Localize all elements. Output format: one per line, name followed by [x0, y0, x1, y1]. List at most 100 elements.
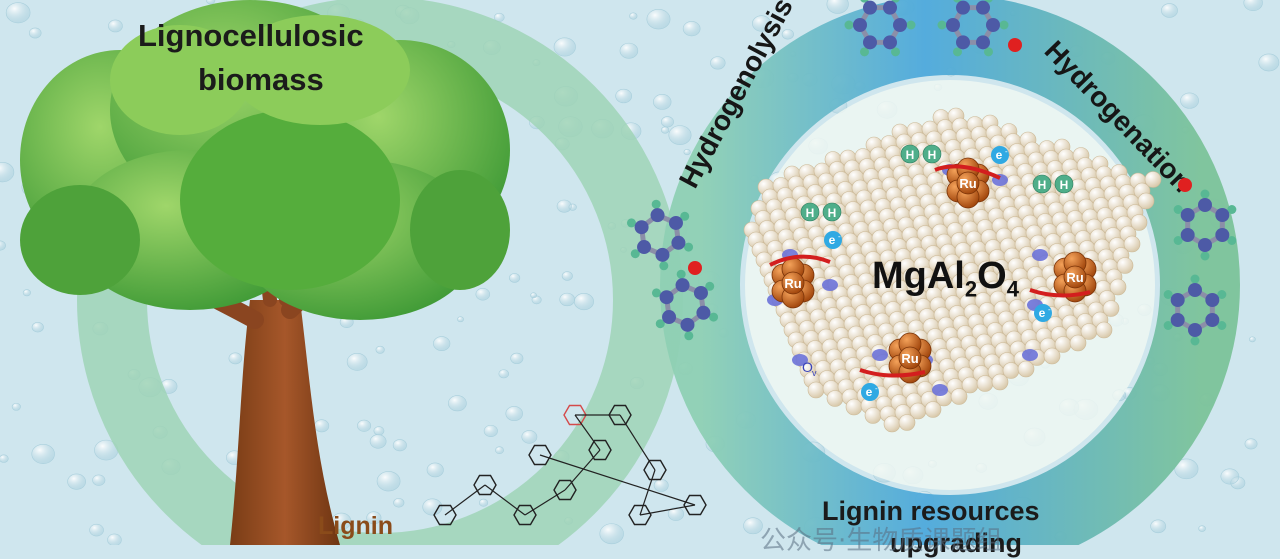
hydrogen-atom	[845, 21, 854, 30]
hydrogen-atom	[709, 313, 718, 322]
electron-label: e	[866, 385, 873, 399]
water-droplet	[457, 317, 463, 322]
electron-charge: -	[838, 232, 841, 241]
water-droplet	[647, 9, 670, 29]
water-droplet	[476, 288, 490, 300]
carbon-atom	[1215, 228, 1229, 242]
carbon-atom	[1198, 238, 1212, 252]
water-droplet	[433, 337, 450, 351]
hydrogen-label: H	[906, 148, 915, 162]
water-droplet	[562, 272, 572, 281]
carbon-atom	[1188, 283, 1202, 297]
vacancy-sub: v	[812, 368, 817, 378]
carbon-atom	[660, 290, 674, 304]
carbon-atom	[1188, 323, 1202, 337]
hydrogen-atom	[652, 288, 661, 297]
water-droplet	[661, 117, 673, 127]
water-droplet	[29, 28, 41, 38]
water-droplet	[0, 455, 8, 463]
water-droplet	[554, 38, 576, 56]
surface-atom	[992, 374, 1008, 390]
hydrogen-label: H	[1038, 178, 1047, 192]
carbon-atom	[696, 306, 710, 320]
carbon-atom	[863, 1, 877, 15]
ru-label: Ru	[784, 276, 801, 291]
surface-atom	[899, 415, 915, 431]
hydrogen-label: H	[928, 148, 937, 162]
oxygen-atom	[1008, 38, 1022, 52]
water-droplet	[600, 524, 624, 544]
oxygen-vacancy	[932, 384, 948, 396]
carbon-atom	[863, 35, 877, 49]
carbon-atom	[671, 236, 685, 250]
surface-atom	[1096, 322, 1112, 338]
hydrogen-atom	[684, 331, 693, 340]
watermark: 公众号·生物质课题组	[760, 520, 1002, 557]
oxygen-vacancy	[872, 349, 888, 361]
hydrogen-atom	[1000, 21, 1009, 30]
oxygen-atom	[1178, 178, 1192, 192]
water-droplet	[68, 474, 86, 489]
water-droplet	[484, 425, 497, 436]
hydrogen-atom	[938, 21, 947, 30]
water-droplet	[574, 293, 593, 309]
hydrogen-atom	[1191, 337, 1200, 346]
surface-atom	[846, 399, 862, 415]
water-droplet	[347, 353, 367, 370]
water-droplet	[506, 406, 523, 420]
water-droplet	[32, 444, 55, 463]
carbon-atom	[853, 18, 867, 32]
carbon-atom	[976, 1, 990, 15]
electron-label: e	[829, 233, 836, 247]
carbon-atom	[694, 286, 708, 300]
carbon-atom	[669, 216, 683, 230]
support-label-main: MgAl	[872, 255, 965, 297]
water-droplet	[710, 57, 725, 70]
electron-label: e	[996, 148, 1003, 162]
carbon-atom	[976, 35, 990, 49]
surface-atom	[1070, 335, 1086, 351]
hydrogen-atom	[677, 270, 686, 279]
hydrogen-atom	[652, 200, 661, 209]
water-droplet	[1245, 439, 1257, 449]
water-droplet	[629, 13, 637, 20]
carbon-atom	[635, 220, 649, 234]
water-droplet	[495, 447, 503, 454]
oxygen-vacancy	[1032, 249, 1048, 261]
water-droplet	[683, 21, 700, 35]
water-droplet	[12, 403, 20, 410]
hydrogen-atom	[659, 261, 668, 270]
water-droplet	[23, 290, 30, 296]
carbon-atom	[655, 248, 669, 262]
carbon-atom	[883, 35, 897, 49]
water-droplet	[654, 479, 668, 491]
title-line2: biomass	[198, 62, 324, 98]
electron-charge: -	[1048, 305, 1051, 314]
surface-atom	[951, 389, 967, 405]
hydrogen-label: H	[1060, 178, 1069, 192]
carbon-atom	[956, 1, 970, 15]
water-droplet	[1199, 526, 1206, 532]
water-droplet	[370, 435, 386, 449]
carbon-atom	[1205, 313, 1219, 327]
water-droplet	[560, 293, 575, 306]
carbon-atom	[680, 318, 694, 332]
water-droplet	[90, 524, 104, 536]
water-droplet	[669, 126, 691, 145]
carbon-atom	[637, 240, 651, 254]
water-droplet	[374, 427, 384, 436]
carbon-atom	[1205, 293, 1219, 307]
carbon-atom	[893, 18, 907, 32]
water-droplet	[653, 94, 671, 109]
water-droplet	[448, 396, 466, 411]
surface-atom	[977, 376, 993, 392]
water-droplet	[357, 420, 370, 431]
water-droplet	[6, 3, 30, 23]
water-droplet	[108, 20, 122, 32]
carbon-atom	[1181, 228, 1195, 242]
electron-charge: -	[1005, 147, 1008, 156]
support-sub-2: 4	[1007, 277, 1019, 302]
water-droplet	[229, 353, 242, 364]
hydrogen-atom	[1201, 190, 1210, 199]
water-droplet	[1259, 54, 1279, 71]
